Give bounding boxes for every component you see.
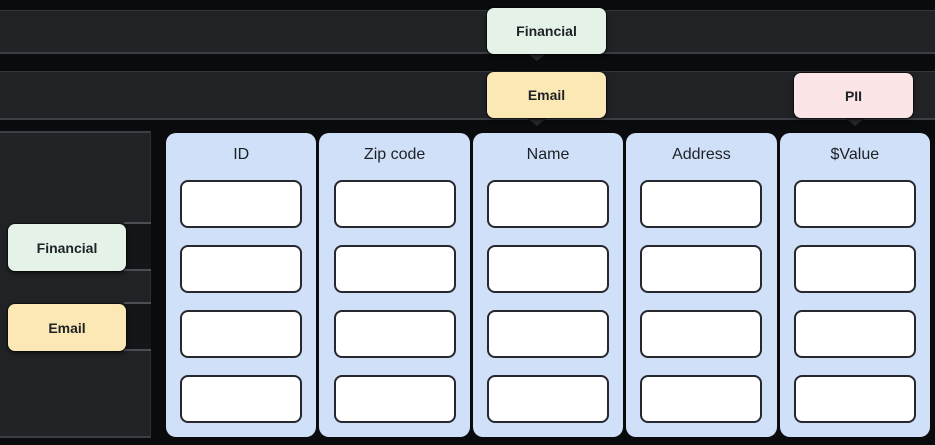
chip-pointer-icon [845,118,865,126]
table-cell[interactable] [487,245,610,293]
table-cell[interactable] [180,245,303,293]
table-column-address: Address [626,133,777,437]
table-cell[interactable] [333,245,456,293]
table-cell[interactable] [640,375,763,423]
table-cell[interactable] [487,375,610,423]
tag-chip-label: Email [527,87,566,103]
chip-slot-stub [124,302,151,351]
tag-chip-label: PII [844,87,863,104]
table-cell[interactable] [333,375,456,423]
table-cell[interactable] [793,310,916,358]
table-cell[interactable] [333,310,456,358]
chip-pointer-icon [527,118,547,126]
tag-chip-pii[interactable]: PII [794,73,913,118]
column-header: $Value [830,146,880,163]
column-header: Address [672,146,731,163]
tag-chip-financial-top[interactable]: Financial [487,8,606,54]
table-column-id: ID [166,133,317,437]
tag-chip-financial-side[interactable]: Financial [8,224,126,271]
data-row-bar-2 [0,71,935,120]
chip-pointer-icon [527,53,547,61]
data-table: ID Zip code Name Address [166,133,931,437]
table-cell[interactable] [487,310,610,358]
table-cell[interactable] [333,180,456,228]
data-row-bar-1 [0,10,935,54]
column-header: ID [233,146,250,163]
table-cell[interactable] [487,180,610,228]
column-header: Zip code [363,146,426,163]
table-cell[interactable] [640,180,763,228]
chip-slot-stub [124,222,151,271]
table-cell[interactable] [180,310,303,358]
table-cell[interactable] [793,180,916,228]
table-column-value: $Value [779,133,931,437]
table-cell[interactable] [793,245,916,293]
table-cell[interactable] [180,180,303,228]
table-column-name: Name [472,133,624,437]
table-cell[interactable] [180,375,303,423]
tag-chip-email-top[interactable]: Email [487,72,606,118]
table-cell[interactable] [793,375,916,423]
column-header: Name [526,146,570,163]
tag-chip-label: Financial [516,23,577,39]
table-cell[interactable] [640,310,763,358]
tag-chip-label: Email [48,319,86,336]
tag-chip-email-side[interactable]: Email [8,304,126,351]
table-cell[interactable] [640,245,763,293]
sidebar-panel: Financial Email [0,131,151,438]
tag-chip-label: Financial [36,239,98,256]
table-column-zip-code: Zip code [319,133,470,437]
